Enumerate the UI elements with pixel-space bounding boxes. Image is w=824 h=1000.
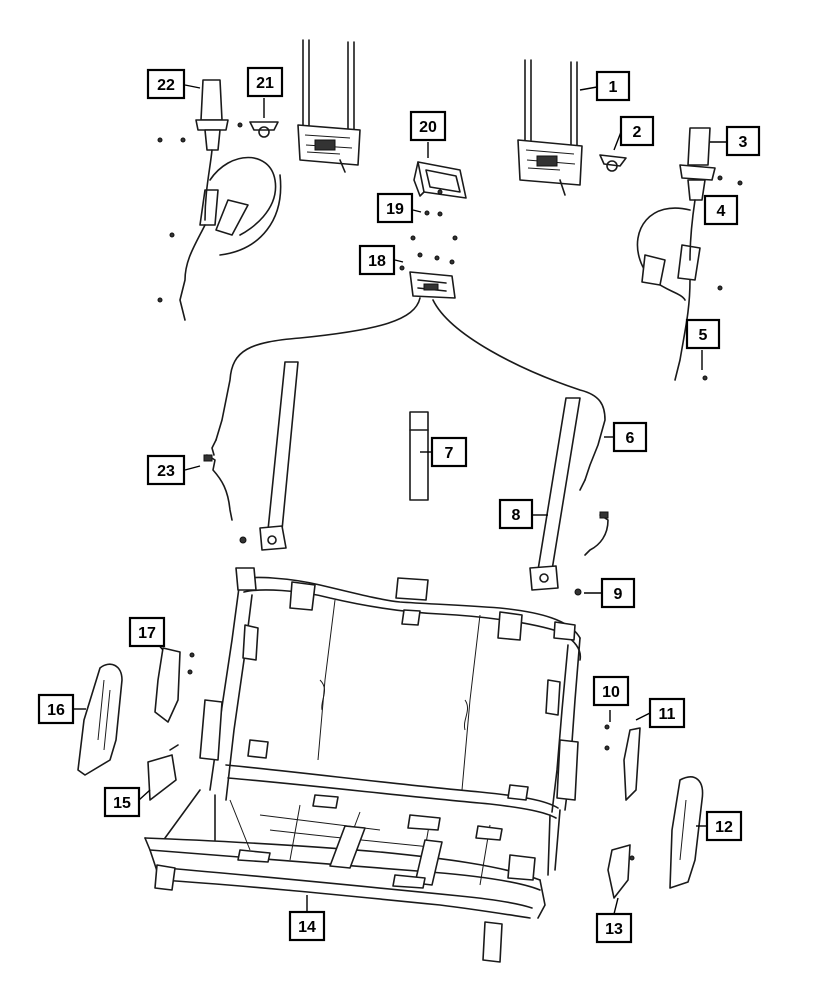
callout-12-label: 12 (715, 819, 733, 836)
callout-21-label: 21 (256, 75, 274, 92)
callout-19: 19 (376, 192, 414, 224)
callout-14-label: 14 (298, 919, 316, 936)
callout-9-label: 9 (614, 586, 623, 603)
callout-7-label: 7 (445, 445, 454, 462)
seat-belt-right (529, 397, 581, 591)
seat-frame (144, 567, 582, 963)
callout-11-label: 11 (659, 706, 676, 723)
bracket-13 (607, 844, 635, 899)
callout-21: 21 (246, 66, 284, 98)
headrest-guide-right (517, 59, 583, 196)
callout-14: 14 (288, 910, 326, 942)
push-button-right (599, 154, 627, 172)
callout-18: 18 (358, 244, 396, 276)
callout-6-label: 6 (626, 430, 635, 447)
callout-23-label: 23 (157, 463, 175, 480)
callout-22-label: 22 (157, 77, 175, 94)
push-button-left (249, 121, 279, 138)
callout-22: 22 (146, 68, 186, 100)
callout-9: 9 (600, 577, 636, 609)
callout-6: 6 (612, 421, 648, 453)
bracket-15 (147, 744, 179, 801)
callout-23: 23 (146, 454, 186, 486)
callout-5-label: 5 (699, 327, 708, 344)
callout-2-label: 2 (633, 124, 642, 141)
callout-1-label: 1 (609, 79, 618, 96)
callout-16: 16 (37, 693, 75, 725)
callout-13: 13 (595, 912, 633, 944)
bracket-11 (604, 724, 641, 801)
cable-harness (211, 297, 606, 491)
latch-bezel (413, 161, 467, 199)
callout-3: 3 (725, 125, 761, 157)
callout-17: 17 (128, 616, 166, 648)
callout-4: 4 (703, 194, 739, 226)
screws-18 (399, 235, 458, 271)
side-shield-left (77, 663, 123, 776)
callout-2: 2 (619, 115, 655, 147)
callout-8: 8 (498, 498, 534, 530)
callout-12: 12 (705, 810, 743, 842)
center-latch (409, 271, 456, 299)
callout-16-label: 16 (47, 702, 65, 719)
side-shield-right (669, 776, 704, 889)
callout-11: 11 (648, 697, 686, 729)
sensor-wire-right (584, 511, 609, 556)
callout-1: 1 (595, 70, 631, 102)
callout-10-label: 10 (602, 684, 620, 701)
strap-7 (409, 411, 429, 501)
sensor-wire-left (203, 454, 233, 521)
callout-5: 5 (685, 318, 721, 350)
seat-belt-buckle-left (157, 79, 282, 321)
headrest-guide-left (297, 39, 361, 173)
callout-15-label: 15 (113, 795, 131, 812)
callout-20-label: 20 (419, 119, 437, 136)
callout-20: 20 (409, 110, 447, 142)
callout-7: 7 (430, 436, 468, 468)
callout-17-label: 17 (138, 625, 156, 642)
callout-19-label: 19 (386, 201, 404, 218)
nut-9 (574, 588, 582, 596)
callout-3-label: 3 (739, 134, 748, 151)
callout-15: 15 (103, 786, 141, 818)
bracket-17 (154, 647, 195, 723)
callout-8-label: 8 (512, 507, 521, 524)
callout-13-label: 13 (605, 921, 623, 938)
callout-10: 10 (592, 675, 630, 707)
callout-4-label: 4 (717, 203, 726, 220)
seat-belt-left (239, 361, 299, 551)
callout-18-label: 18 (368, 253, 386, 270)
screws-19 (424, 210, 443, 217)
